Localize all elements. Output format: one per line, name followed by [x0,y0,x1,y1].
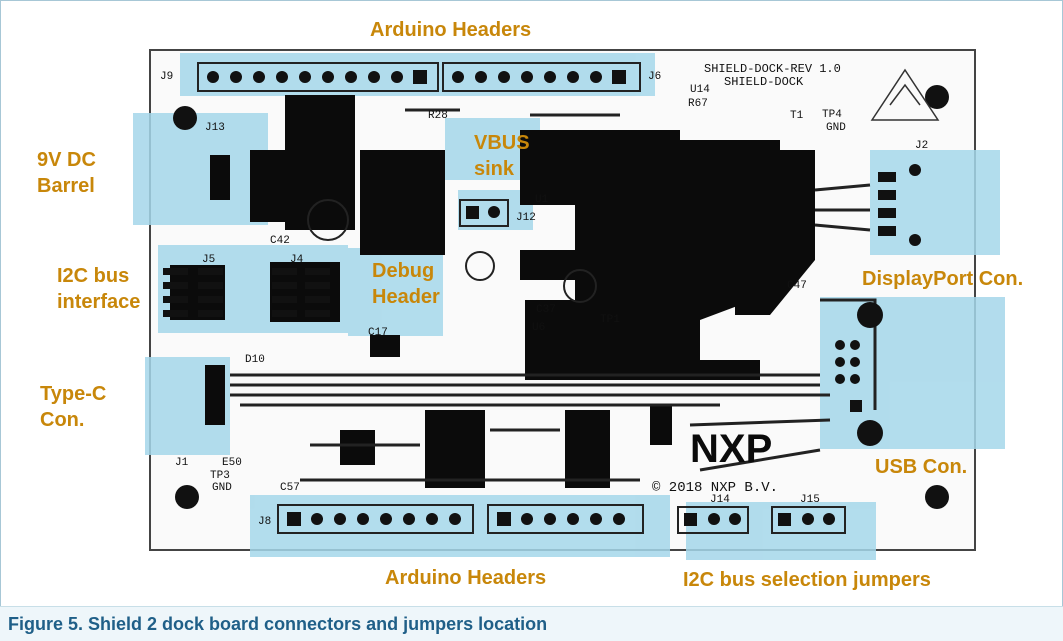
silk-tp3: TP3 [210,470,230,482]
jumper-j15 [771,506,846,534]
silk-copyright: © 2018 NXP B.V. [652,480,778,496]
displayport-pads [878,164,921,246]
silk-c57: C57 [280,482,300,494]
figure-caption: Figure 5. Shield 2 dock board connectors… [0,606,1063,641]
highlight-usb [820,297,1005,449]
label-9v-dc-barrel: 9V DC Barrel [37,149,96,197]
jumper-j14 [677,506,749,534]
silk-j12: J12 [516,212,536,224]
highlight-i2c-jumpers [686,502,876,560]
label-usb: USB Con. [875,456,968,478]
silk-r67: R67 [688,98,708,110]
silk-c37: C37 [536,304,556,316]
silk-gnd-top: GND [826,122,846,134]
silk-j2: J2 [915,140,928,152]
header-j8 [277,504,474,534]
silk-t1: T1 [790,110,804,122]
i2c-header-pads [163,268,330,317]
label-i2c-selection-jumpers: I2C bus selection jumpers [683,569,931,591]
header-j9 [197,62,439,92]
header-j8b [487,504,644,534]
label-arduino-headers-bottom: Arduino Headers [385,567,547,589]
silk-gnd-bottom: GND [212,482,232,494]
silk-j5: J5 [202,254,215,266]
header-j6 [442,62,641,92]
silk-j4: J4 [290,254,304,266]
nxp-logo: NXP [690,427,772,471]
label-i2c-bus-interface: I2C bus interface [57,265,141,313]
silk-c47: C47 [787,280,807,292]
highlight-displayport [870,150,1000,255]
usb-pins [835,340,862,412]
highlight-debug-header [348,248,443,336]
silk-j8: J8 [258,516,271,528]
label-debug-header: Debug Header [372,260,440,308]
caption-text: Figure 5. Shield 2 dock board connectors… [8,614,548,634]
highlight-dc-barrel [133,113,268,225]
silk-j6: J6 [648,71,661,83]
silk-board-rev: SHIELD-DOCK-REV 1.0 [704,62,841,76]
silk-u6: U6 [532,322,545,334]
silk-r28: R28 [428,110,448,122]
label-displayport: DisplayPort Con. [862,268,1024,290]
esd-symbol-icon [870,68,940,121]
silk-j14: J14 [710,494,730,506]
silk-j9: J9 [160,71,173,83]
silk-u14: U14 [690,84,710,96]
silkscreen: J9 J6 SHIELD-DOCK-REV 1.0 SHIELD-DOCK U1… [160,62,928,528]
silk-board-name: SHIELD-DOCK [724,75,804,89]
board-figure: J9 J6 SHIELD-DOCK-REV 1.0 SHIELD-DOCK U1… [0,0,1063,607]
silk-tp4: TP4 [822,109,842,121]
capacitors [307,199,597,303]
silk-c17: C17 [368,327,388,339]
silk-d10: D10 [245,354,265,366]
silk-j1: J1 [175,457,189,469]
silk-tp1: TP1 [600,314,620,326]
silk-c42: C42 [270,235,290,247]
traces [230,108,877,482]
mounting-holes [173,85,949,509]
silk-j13: J13 [205,122,225,134]
copper-pours [170,95,815,488]
board-drawing: J9 J6 SHIELD-DOCK-REV 1.0 SHIELD-DOCK U1… [133,49,1005,560]
silk-j15: J15 [800,494,820,506]
silk-e50: E50 [222,457,242,469]
label-vbus-sink: VBUS sink [474,132,530,180]
label-type-c: Type-C Con. [40,383,107,431]
label-arduino-headers-top: Arduino Headers [370,19,532,41]
silk-u1: U1 [535,194,549,206]
jumper-j12 [459,199,509,227]
